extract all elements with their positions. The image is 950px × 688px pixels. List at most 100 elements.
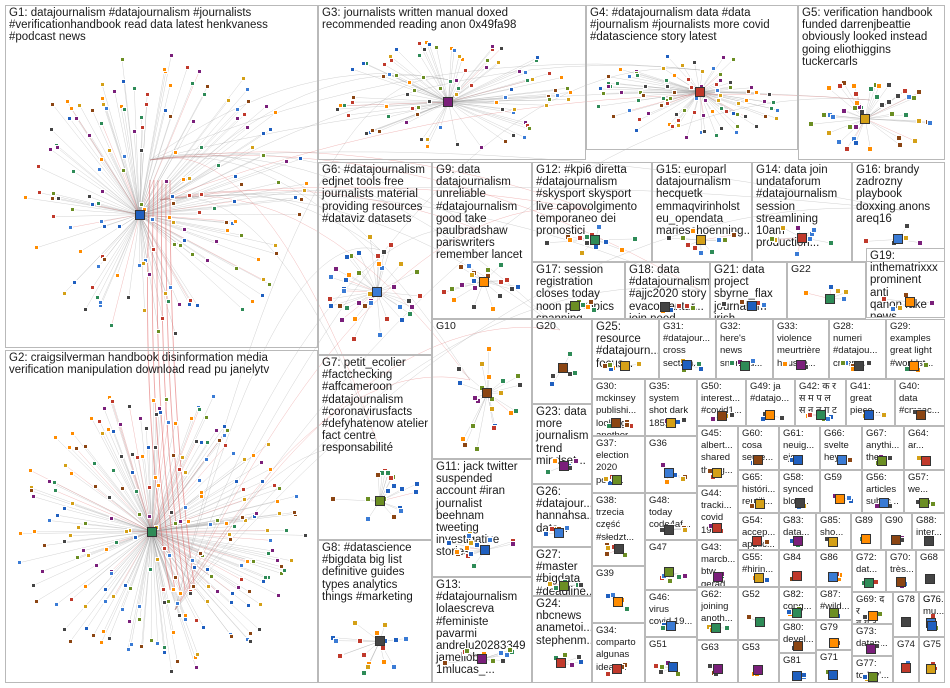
node-avatar bbox=[62, 627, 68, 633]
edge bbox=[448, 101, 528, 126]
node-avatar bbox=[889, 306, 896, 313]
edge bbox=[448, 101, 525, 138]
node-avatar bbox=[543, 530, 550, 537]
node-avatar bbox=[162, 107, 168, 113]
node-avatar bbox=[304, 180, 310, 186]
node-avatar bbox=[284, 528, 290, 534]
node-avatar bbox=[178, 590, 184, 596]
group-label: G3: journalists written manual doxed rec… bbox=[322, 7, 517, 32]
edge bbox=[139, 94, 148, 215]
hub-node bbox=[667, 662, 678, 673]
hub-node bbox=[620, 361, 631, 372]
group-label: G59 bbox=[824, 472, 842, 483]
node-avatar bbox=[507, 409, 514, 416]
node-avatar bbox=[204, 567, 210, 573]
node-avatar bbox=[144, 92, 150, 98]
edge bbox=[151, 531, 181, 594]
node-avatar bbox=[745, 88, 751, 94]
node-avatar bbox=[119, 606, 125, 612]
node-avatar bbox=[592, 244, 599, 250]
hub-node bbox=[746, 300, 757, 311]
group-g15: G15: europarl datajournalism hecquetk em… bbox=[652, 162, 752, 262]
edge bbox=[151, 444, 269, 532]
node-avatar bbox=[246, 589, 252, 595]
edge bbox=[151, 531, 159, 644]
edge bbox=[57, 515, 152, 532]
node-avatar bbox=[356, 249, 363, 256]
node-avatar bbox=[689, 227, 696, 234]
node-avatar bbox=[62, 539, 68, 545]
node-avatar bbox=[131, 129, 137, 135]
group-g23: G23: data more journalism trend mindset.… bbox=[532, 404, 592, 484]
group-label: G21: data project sbyrne_flax journalism… bbox=[714, 264, 773, 319]
node-avatar bbox=[31, 529, 37, 535]
node-avatar bbox=[393, 73, 399, 79]
node-avatar bbox=[671, 90, 677, 96]
node-avatar bbox=[895, 134, 902, 141]
node-avatar bbox=[717, 92, 723, 98]
node-avatar bbox=[829, 114, 836, 121]
node-avatar bbox=[89, 202, 95, 208]
group-g75: G75 bbox=[919, 637, 945, 683]
node-avatar bbox=[240, 76, 246, 82]
edge bbox=[865, 86, 880, 119]
node-avatar bbox=[99, 81, 105, 87]
node-avatar bbox=[245, 124, 251, 130]
group-label: G19: inthematrixxx prominent anti qanon … bbox=[870, 250, 938, 318]
edge bbox=[100, 214, 140, 306]
node-avatar bbox=[203, 456, 209, 462]
hub-node bbox=[569, 301, 580, 312]
node-avatar bbox=[720, 301, 727, 308]
edge bbox=[79, 105, 140, 215]
node-avatar bbox=[124, 528, 130, 534]
node-avatar bbox=[671, 73, 677, 79]
edge bbox=[608, 76, 700, 93]
node-avatar bbox=[387, 53, 393, 59]
node-avatar bbox=[685, 242, 692, 249]
node-avatar bbox=[881, 412, 888, 419]
node-avatar bbox=[214, 427, 220, 433]
edge bbox=[828, 87, 866, 119]
node-avatar bbox=[807, 121, 814, 128]
node-avatar bbox=[334, 106, 340, 112]
node-avatar bbox=[718, 71, 724, 77]
node-avatar bbox=[240, 486, 246, 492]
edge bbox=[427, 101, 449, 141]
node-avatar bbox=[803, 289, 810, 296]
node-avatar bbox=[595, 103, 601, 109]
node-avatar bbox=[266, 551, 272, 557]
edge bbox=[123, 109, 140, 215]
node-avatar bbox=[713, 132, 719, 138]
node-avatar bbox=[77, 103, 83, 109]
edge bbox=[151, 496, 202, 532]
node-avatar bbox=[266, 441, 272, 447]
node-avatar bbox=[91, 460, 97, 466]
hub-node bbox=[478, 276, 489, 287]
node-avatar bbox=[356, 637, 363, 644]
node-avatar bbox=[86, 194, 92, 200]
edge bbox=[139, 155, 264, 215]
edge bbox=[699, 90, 749, 93]
node-avatar bbox=[146, 444, 152, 450]
node-avatar bbox=[182, 470, 188, 476]
edge bbox=[151, 531, 282, 574]
node-avatar bbox=[42, 543, 48, 548]
hub-node bbox=[664, 566, 675, 577]
node-avatar bbox=[846, 494, 852, 501]
node-avatar bbox=[610, 113, 616, 119]
node-avatar bbox=[769, 106, 775, 112]
node-avatar bbox=[826, 129, 833, 136]
hub-node bbox=[752, 454, 763, 465]
node-avatar bbox=[410, 106, 416, 112]
node-avatar bbox=[259, 479, 265, 485]
node-avatar bbox=[588, 298, 595, 305]
edge bbox=[71, 473, 152, 532]
node-avatar bbox=[413, 480, 420, 487]
node-avatar bbox=[222, 433, 228, 439]
hub-node bbox=[613, 596, 624, 607]
node-avatar bbox=[746, 614, 753, 621]
node-avatar bbox=[241, 112, 247, 118]
group-label: G15: europarl datajournalism hecquetk em… bbox=[656, 164, 752, 238]
node-avatar bbox=[111, 594, 117, 600]
node-avatar bbox=[169, 510, 175, 516]
